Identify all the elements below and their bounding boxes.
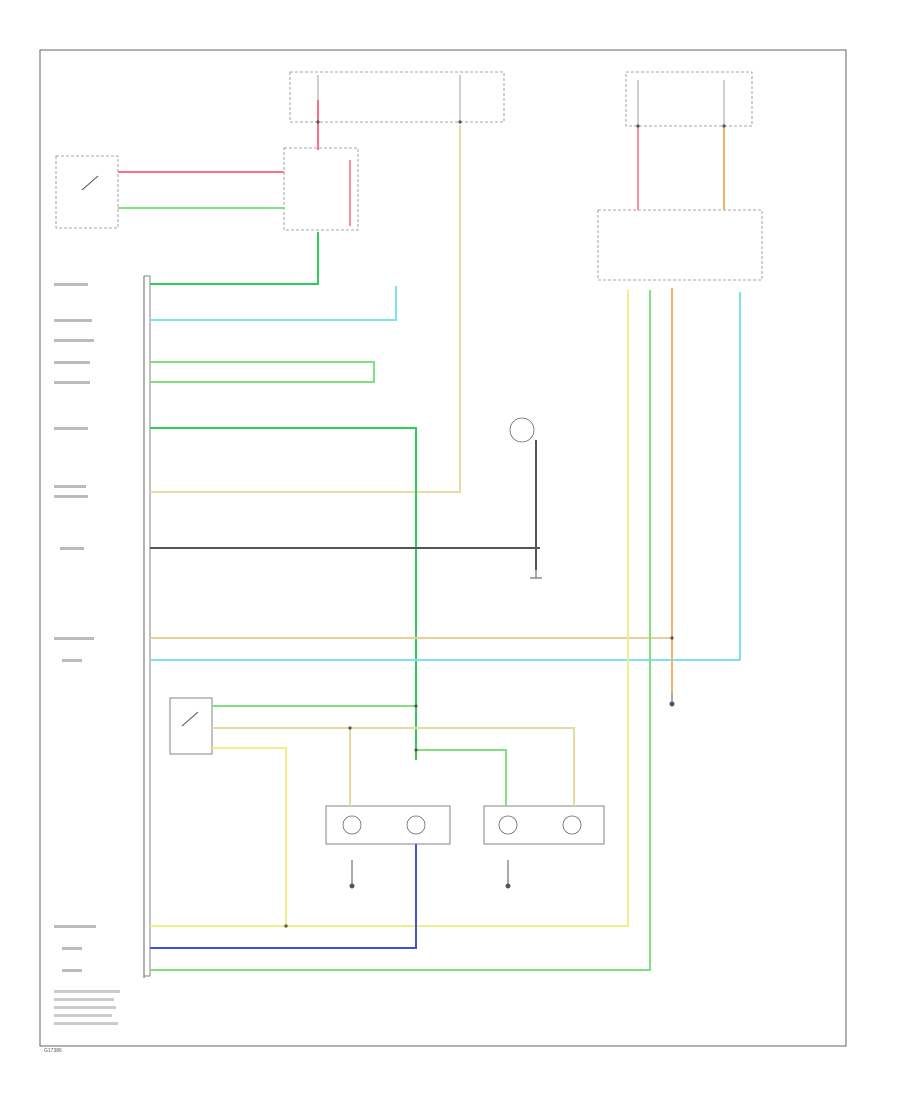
wire-tan-1 [150, 125, 461, 493]
wire-green-lh [416, 749, 507, 806]
module-pin-labels [54, 283, 120, 1025]
wire-blue [150, 844, 417, 949]
right-headlamp [325, 805, 451, 845]
left-low-beam [498, 815, 518, 835]
ignition-contact [81, 175, 99, 191]
right-high-beam [406, 815, 426, 835]
wire-yellow-right [150, 290, 629, 927]
ignition-switch [55, 155, 119, 229]
splice-dots [284, 120, 726, 928]
control-module [143, 275, 151, 977]
headlamp-switch [597, 209, 763, 281]
wire-yellow-dimmer [212, 747, 287, 926]
wire-tan-dimmer [212, 727, 575, 806]
left-high-beam [562, 815, 582, 835]
wire-green-long [150, 427, 417, 760]
ip-fuse-block [625, 71, 753, 127]
wire-green-right [150, 290, 651, 971]
diagram-frame [39, 49, 847, 1047]
dimmer-switch [169, 697, 213, 755]
ground-symbols [349, 570, 675, 889]
light-sensor [509, 417, 535, 443]
right-low-beam [342, 815, 362, 835]
left-headlamp [483, 805, 605, 845]
wire-green-mod [150, 232, 319, 285]
wire-ltgreen-loop [150, 361, 375, 383]
dimmer-contact [181, 711, 199, 727]
wire-ltblue-1 [150, 286, 397, 321]
wire-ltblue-right [150, 292, 741, 661]
footer-code: G17386 [44, 1048, 62, 1054]
underhood-fuse-block [289, 71, 505, 123]
relay-block [283, 147, 359, 231]
wires [118, 100, 741, 971]
